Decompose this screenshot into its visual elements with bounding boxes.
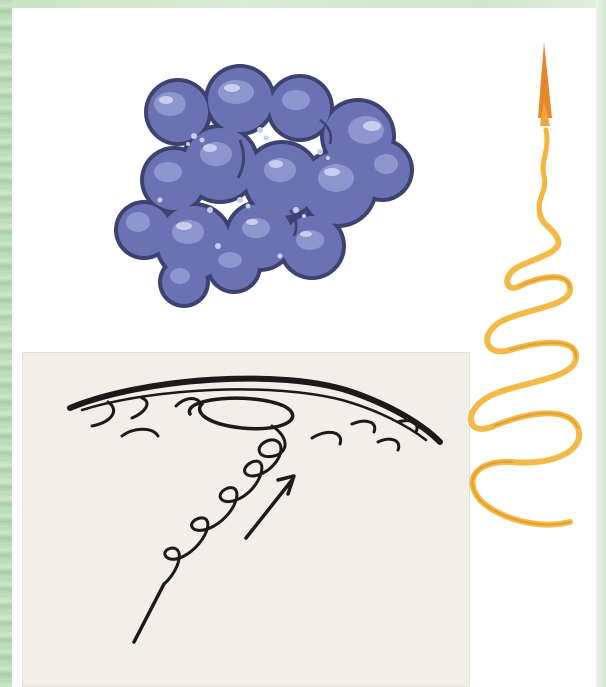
cyclone-sketch xyxy=(22,352,470,687)
cyclone-sketch-svg xyxy=(22,352,470,687)
left-border-strip xyxy=(0,0,12,687)
spiral-stem xyxy=(539,130,547,214)
sketch-descending-spiral xyxy=(164,426,285,584)
molecule-illustration xyxy=(90,60,430,320)
rising-spiral-arrow xyxy=(458,30,606,550)
molecule-svg xyxy=(90,60,430,320)
rising-spiral-svg xyxy=(458,30,606,550)
sketch-left-curls xyxy=(92,398,200,436)
sketch-tail-line xyxy=(134,584,164,642)
spiral-coil xyxy=(471,214,579,525)
top-border-strip xyxy=(0,0,606,8)
sketch-central-loop xyxy=(189,398,292,429)
